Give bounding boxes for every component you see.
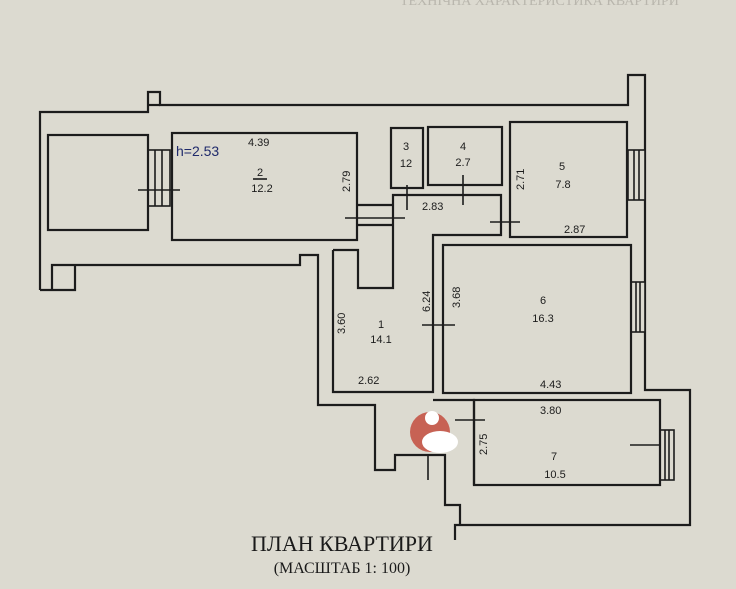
dim-room5-depth: 2.71 [515, 169, 527, 190]
room-1-outline [331, 193, 503, 394]
room-1-area: 14.1 [370, 334, 391, 346]
room-2-area: 12.2 [251, 183, 272, 195]
window [630, 281, 646, 333]
room-7-number: 7 [551, 451, 557, 463]
dim-room2-width: 4.39 [248, 137, 269, 149]
room-6-outline [441, 243, 633, 395]
room-3-area: 12 [400, 158, 412, 170]
dim-room1-width: 2.62 [358, 375, 379, 387]
dim-room2-depth: 2.79 [341, 171, 353, 192]
dim-room1-depth: 3.60 [336, 313, 348, 334]
dim-room1-total: 6.24 [421, 291, 433, 312]
dim-room7-depth: 2.75 [478, 434, 490, 455]
plan-title: ПЛАН КВАРТИРИ [251, 531, 433, 556]
dim-room6-depth: 3.68 [451, 287, 463, 308]
room-3-number: 3 [403, 141, 409, 153]
plan-scale: (МАСШТАБ 1: 100) [273, 560, 411, 577]
room-1-number: 1 [378, 319, 384, 331]
room-5-area: 7.8 [555, 179, 570, 191]
room-5-outline [508, 120, 629, 239]
windows [147, 149, 675, 481]
dim-room6-width: 4.43 [540, 379, 561, 391]
dim-room7-width: 3.80 [540, 405, 561, 417]
dim-corridor-width: 2.83 [422, 201, 443, 213]
room-6-area: 16.3 [532, 313, 553, 325]
room-4-number: 4 [460, 141, 466, 153]
room-5-number: 5 [559, 161, 565, 173]
window [627, 149, 646, 201]
room-7-outline [472, 398, 662, 487]
door-marks [138, 175, 660, 480]
dim-room5-width: 2.87 [564, 224, 585, 236]
window [147, 149, 171, 207]
red-marker-icon [410, 411, 458, 453]
room-4-outline [426, 125, 504, 187]
room-7-area: 10.5 [544, 469, 565, 481]
faded-header-text: ТЕХНІЧНА ХАРАКТЕРИСТИКА КВАРТИРИ [400, 0, 679, 9]
room-4-area: 2.7 [455, 157, 470, 169]
window [659, 429, 675, 481]
room-2-outline [170, 131, 359, 242]
room-2-number: 2 [257, 167, 263, 179]
room-6-number: 6 [540, 295, 546, 307]
outer-walls [38, 73, 692, 540]
ceiling-height-handwritten: h=2.53 [176, 143, 219, 159]
left-room-outline [46, 133, 150, 232]
